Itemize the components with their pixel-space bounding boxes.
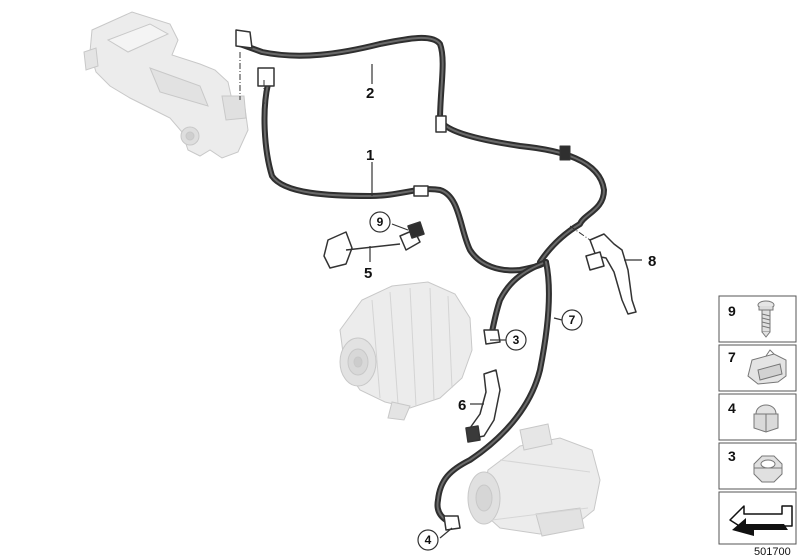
callout-2: 2	[366, 85, 374, 102]
legend-number: 4	[728, 400, 736, 416]
callout-5: 5	[364, 265, 372, 282]
callout-4: 4	[425, 533, 432, 547]
cable-bracket	[465, 369, 501, 443]
starter-cable	[434, 259, 552, 531]
legend-number: 9	[728, 303, 736, 319]
callout-6: 6	[458, 397, 466, 414]
callout-3: 3	[513, 333, 520, 347]
legend-row-screw: 9	[718, 295, 797, 343]
callout-1: 1	[366, 147, 374, 164]
hex-nut-icon	[753, 455, 783, 483]
positive-battery-cable	[235, 29, 607, 265]
parts-legend: 9 7 4	[718, 295, 797, 545]
legend-number: 7	[728, 349, 736, 365]
callout-7: 7	[569, 313, 576, 327]
leader-lines	[369, 64, 642, 539]
callout-7-circle: 7	[561, 309, 583, 331]
alternator	[339, 281, 473, 421]
cap-nut-icon	[753, 404, 779, 433]
power-distribution-box	[83, 11, 249, 159]
battery-sensor-cable	[323, 221, 425, 269]
arrow-symbol-icon	[729, 505, 793, 536]
diagram-id: 501700	[754, 546, 791, 558]
callout-9: 9	[377, 215, 384, 229]
callout-4-circle: 4	[417, 529, 439, 551]
legend-number: 3	[728, 448, 736, 464]
legend-row-arrow	[718, 491, 797, 545]
cable-holder-bracket	[585, 233, 637, 315]
callout-9-circle: 9	[369, 211, 391, 233]
battery-alternator-cable	[257, 67, 549, 274]
mounting-axes	[239, 52, 591, 241]
legend-row-hex-nut: 3	[718, 442, 797, 490]
clip-nut-icon	[747, 349, 787, 385]
screw-icon	[757, 300, 775, 338]
callout-8: 8	[648, 253, 656, 270]
starter-motor	[467, 423, 601, 537]
callout-3-circle: 3	[505, 329, 527, 351]
legend-row-cap-nut: 4	[718, 393, 797, 441]
legend-row-clip-nut: 7	[718, 344, 797, 392]
